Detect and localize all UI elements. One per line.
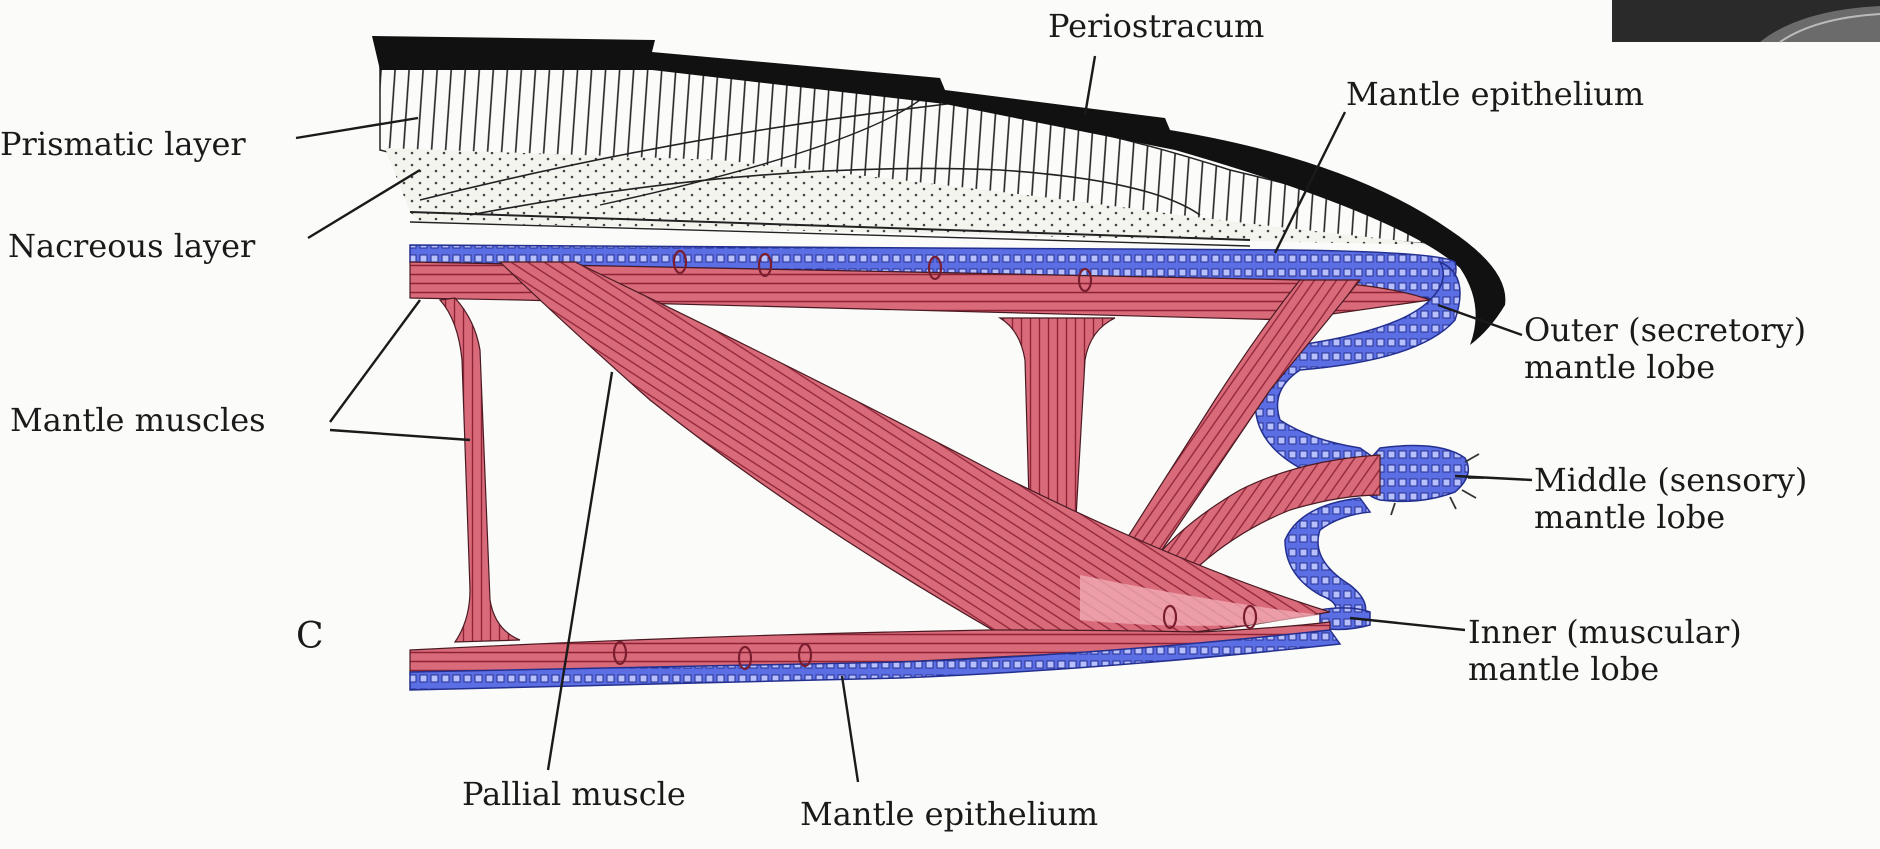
label-prismatic-layer: Prismatic layer xyxy=(0,126,246,163)
panel-letter: C xyxy=(296,616,324,657)
leader-nacreous xyxy=(308,170,420,238)
label-middle-lobe-line1: Middle (sensory) xyxy=(1534,462,1807,499)
label-inner-lobe-line1: Inner (muscular) xyxy=(1468,614,1742,651)
leader-pallial xyxy=(548,372,612,770)
label-middle-lobe-line2: mantle lobe xyxy=(1534,499,1807,536)
muscle-bands xyxy=(410,262,1430,675)
label-mantle-muscles: Mantle muscles xyxy=(10,402,266,439)
leader-mantle-muscles-2 xyxy=(330,430,470,440)
label-pallial-muscle: Pallial muscle xyxy=(462,776,686,813)
label-outer-mantle-lobe: Outer (secretory) mantle lobe xyxy=(1524,312,1806,386)
label-outer-lobe-line1: Outer (secretory) xyxy=(1524,312,1806,349)
label-inner-mantle-lobe: Inner (muscular) mantle lobe xyxy=(1468,614,1742,688)
label-mantle-epithelium-top: Mantle epithelium xyxy=(1346,76,1644,113)
label-inner-lobe-line2: mantle lobe xyxy=(1468,651,1742,688)
label-outer-lobe-line2: mantle lobe xyxy=(1524,349,1806,386)
vertical-mantle-muscle xyxy=(440,298,520,642)
label-mantle-epithelium-bottom: Mantle epithelium xyxy=(800,796,1098,833)
corner-photo-fragment xyxy=(1612,0,1880,42)
leader-mantle-muscles-1 xyxy=(330,300,420,422)
leader-mantle-epithelium-bottom xyxy=(842,676,858,782)
label-middle-mantle-lobe: Middle (sensory) mantle lobe xyxy=(1534,462,1807,536)
label-periostracum: Periostracum xyxy=(1048,8,1264,45)
label-nacreous-layer: Nacreous layer xyxy=(8,228,255,265)
leader-periostracum xyxy=(1085,56,1095,115)
